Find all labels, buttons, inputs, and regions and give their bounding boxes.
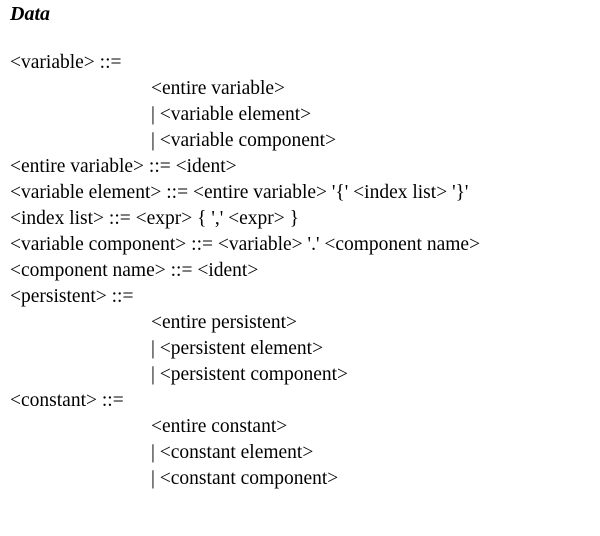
- grammar-rule: <index list> ::= <expr> { ',' <expr> }: [10, 208, 300, 229]
- grammar-alternative: | <variable element>: [151, 104, 312, 125]
- grammar-alternative: <entire constant>: [151, 416, 288, 437]
- grammar-alternative: | <persistent component>: [151, 364, 349, 385]
- grammar-rule: <entire variable> ::= <ident>: [10, 156, 237, 177]
- grammar-alternative: | <constant component>: [151, 468, 339, 489]
- grammar-rule: <variable element> ::= <entire variable>…: [10, 182, 469, 203]
- grammar-alternative: <entire persistent>: [151, 312, 297, 333]
- grammar-rule: <constant> ::=: [10, 390, 124, 411]
- grammar-alternative: | <persistent element>: [151, 338, 324, 359]
- grammar-rule: <variable component> ::= <variable> '.' …: [10, 234, 481, 255]
- grammar-alternative: | <variable component>: [151, 130, 337, 151]
- grammar-rule: <component name> ::= <ident>: [10, 260, 259, 281]
- grammar-rule: <variable> ::=: [10, 52, 122, 73]
- section-heading: Data: [10, 3, 50, 25]
- grammar-alternative: | <constant element>: [151, 442, 314, 463]
- grammar-rule: <persistent> ::=: [10, 286, 134, 307]
- grammar-alternative: <entire variable>: [151, 78, 286, 99]
